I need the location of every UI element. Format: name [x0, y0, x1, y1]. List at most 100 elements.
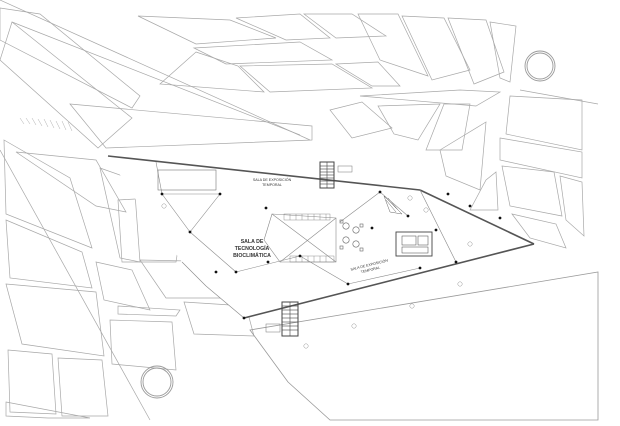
atrium-grille-top [283, 213, 331, 221]
paving-patch [15, 151, 127, 213]
column [418, 266, 422, 270]
partition [205, 285, 245, 319]
column [454, 260, 458, 264]
paving-line [11, 21, 301, 136]
table [342, 236, 350, 244]
chair [339, 219, 344, 224]
paving-patch [329, 101, 393, 139]
column [498, 216, 502, 220]
paving-patch [95, 261, 151, 311]
paving-patch [334, 61, 401, 87]
paving-patch [7, 349, 57, 415]
paving-patch [357, 13, 429, 77]
restroom-stall [401, 235, 417, 246]
paving-patch [5, 219, 93, 289]
main-room-label-line3: BIOCLIMÁTICA [233, 252, 271, 259]
partition [339, 191, 381, 223]
north-wall [107, 155, 421, 191]
atrium-diagonal [271, 213, 337, 263]
column [378, 190, 382, 194]
hatch-line [25, 117, 31, 125]
paving-patch [5, 401, 91, 419]
paving-patch [511, 213, 567, 249]
atrium-grille-bottom [289, 255, 335, 263]
paving-patch [489, 21, 517, 83]
partition [189, 231, 237, 273]
column [242, 316, 246, 320]
column [234, 270, 238, 274]
seating-cluster [339, 219, 364, 252]
restroom-block [395, 231, 433, 257]
column [264, 206, 268, 210]
hatch-line [43, 118, 49, 128]
partition [235, 255, 301, 273]
paving-patch [192, 41, 334, 65]
paving-patch [469, 171, 499, 211]
column [434, 228, 438, 232]
exhibition-bottom-label-line2: TEMPORAL [360, 266, 380, 275]
exterior-walls [107, 155, 535, 319]
reference-mark [407, 195, 413, 201]
hatch-line [49, 119, 55, 129]
paving-patch [159, 51, 265, 93]
reference-mark [457, 281, 463, 287]
paving-patch [377, 103, 441, 141]
table [352, 226, 360, 234]
paving-line [0, 149, 151, 421]
restroom-stall [417, 235, 429, 246]
north-landing [337, 165, 353, 173]
chair [359, 247, 364, 252]
column [468, 204, 472, 208]
partition [189, 193, 221, 233]
paving-line [0, 0, 311, 141]
building-floor [108, 156, 534, 318]
paving-patch [109, 319, 177, 371]
paving-patch [505, 95, 583, 151]
restroom-stall [401, 246, 429, 254]
column [266, 260, 270, 264]
exhibition-top-label-line2: TEMPORAL [262, 183, 282, 187]
paving-patch [359, 89, 502, 107]
service-room [157, 169, 217, 191]
partition [181, 261, 207, 287]
planter-circle [140, 365, 174, 399]
column [218, 192, 222, 196]
main-room-label-line1: SALA DE [241, 239, 264, 245]
reference-mark [467, 241, 473, 247]
reference-mark [161, 203, 167, 209]
planter-circle [142, 367, 172, 397]
triangle-hatch [387, 197, 399, 211]
reference-marks [161, 195, 473, 349]
exhibition-top-label-line1: SALA DE EXPOSICIÓN [253, 177, 292, 182]
paving-patch [439, 121, 487, 191]
building [107, 155, 535, 349]
landscape-paving [0, 0, 599, 421]
triangle-outline [383, 195, 403, 215]
hatch-line [61, 120, 67, 131]
atrium-diagonal [279, 217, 337, 263]
chair [359, 223, 364, 228]
south-wall [243, 243, 535, 319]
reference-mark [351, 323, 357, 329]
paving-patch [239, 63, 374, 93]
north-stair [319, 161, 335, 189]
grille-frame [289, 255, 335, 263]
south-landing [265, 323, 281, 333]
paving-patch [3, 139, 93, 249]
reference-mark [409, 303, 415, 309]
planter-circle [524, 50, 556, 82]
paving-patch [447, 17, 505, 85]
paving-patch [559, 175, 585, 237]
paving-patch [5, 283, 105, 357]
paving-patch [117, 305, 181, 317]
triangle-element [383, 195, 403, 215]
hatch-line [67, 121, 73, 132]
column [188, 230, 192, 234]
paving-patch [501, 165, 563, 217]
paving-patch [0, 7, 141, 109]
column [160, 192, 164, 196]
paving-patch [57, 357, 109, 417]
restroom-outline [395, 231, 433, 257]
paving-patch [69, 103, 313, 149]
